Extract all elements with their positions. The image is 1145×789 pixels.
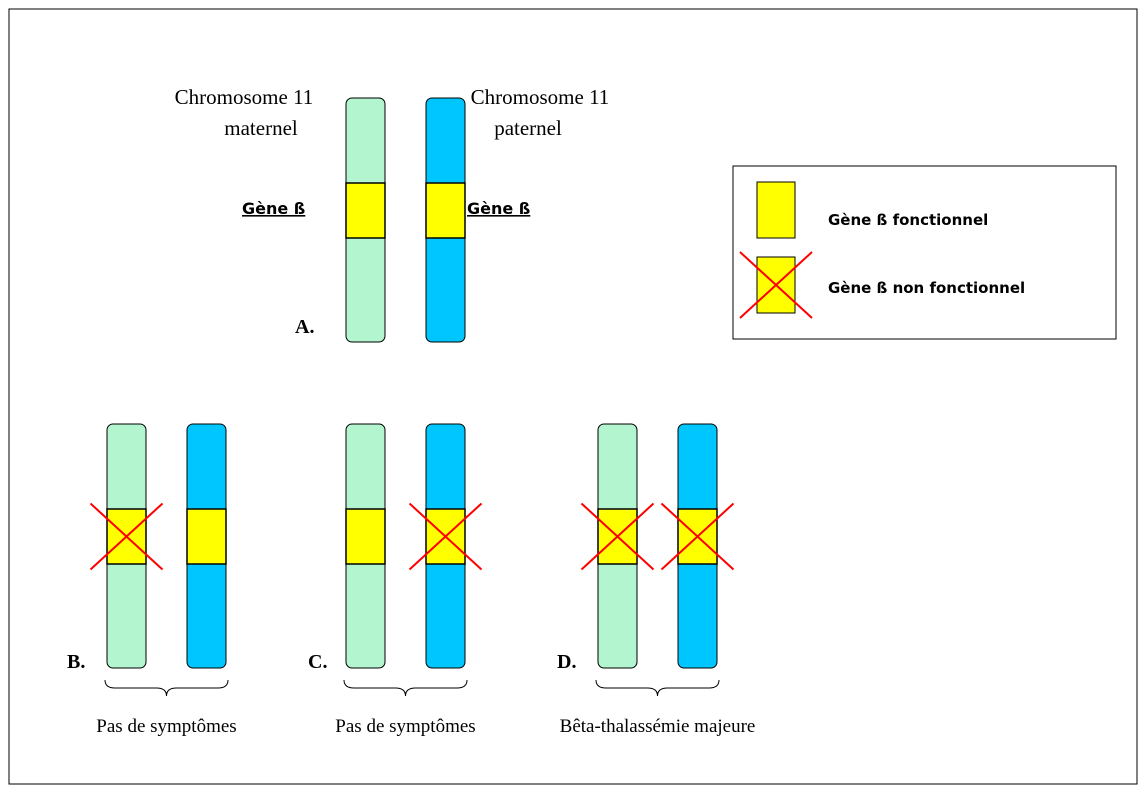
cross-icon bbox=[660, 502, 735, 571]
paternal-chromosome bbox=[660, 423, 735, 669]
grouping-brace bbox=[343, 679, 468, 697]
maternal-chromosome bbox=[345, 423, 386, 669]
paternal-label-line2: paternel bbox=[494, 116, 562, 140]
cross-icon bbox=[89, 502, 164, 571]
legend-nonfunctional-label: Gène ß non fonctionnel bbox=[828, 279, 1025, 297]
panel-caption: Pas de symptômes bbox=[96, 716, 236, 737]
gene-beta-band bbox=[425, 182, 466, 239]
gene-beta-band bbox=[186, 508, 227, 565]
legend-functional-swatch bbox=[756, 181, 796, 239]
paternal-label-line1: Chromosome 11 bbox=[471, 85, 610, 109]
grouping-brace bbox=[104, 679, 229, 697]
cross-icon bbox=[408, 502, 483, 571]
paternal-chromosome bbox=[408, 423, 483, 669]
panel-caption: Bêta-thalassémie majeure bbox=[560, 716, 756, 737]
paternal-chromosome bbox=[425, 97, 466, 343]
maternal-chromosome bbox=[345, 97, 386, 343]
legend-cross-icon bbox=[739, 251, 813, 319]
gene-beta-band bbox=[345, 182, 386, 239]
grouping-brace bbox=[595, 679, 720, 697]
panel-d: D. Bêta-thalassémie majeure bbox=[557, 423, 756, 737]
maternal-chromosome bbox=[580, 423, 655, 669]
gene-label-left: Gène ß bbox=[242, 199, 305, 218]
legend: Gène ß fonctionnel Gène ß non fonctionne… bbox=[732, 165, 1117, 340]
legend-box bbox=[732, 165, 1117, 340]
cross-icon bbox=[580, 502, 655, 571]
panel-c: C. Pas de symptômes bbox=[308, 423, 483, 737]
maternal-chromosome bbox=[89, 423, 164, 669]
paternal-chromosome bbox=[186, 423, 227, 669]
gene-label-right: Gène ß bbox=[467, 199, 530, 218]
gene-beta-band bbox=[345, 508, 386, 565]
maternal-label-line1: Chromosome 11 bbox=[175, 85, 314, 109]
panel-caption: Pas de symptômes bbox=[335, 716, 475, 737]
panel-label: A. bbox=[295, 316, 314, 338]
panel-label: B. bbox=[67, 651, 85, 673]
panel-b: B. Pas de symptômes bbox=[67, 423, 237, 737]
legend-functional-label: Gène ß fonctionnel bbox=[828, 211, 988, 229]
panel-label: C. bbox=[308, 651, 327, 673]
maternal-label-line2: maternel bbox=[224, 116, 298, 140]
panel-label: D. bbox=[557, 651, 576, 673]
panel-a: A. bbox=[295, 97, 466, 343]
